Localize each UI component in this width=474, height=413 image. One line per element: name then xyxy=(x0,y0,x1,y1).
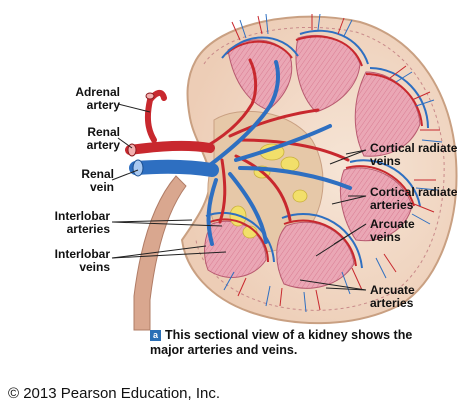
renal-vein-opening xyxy=(132,159,144,177)
fat-lobule xyxy=(292,189,308,203)
caption-line-1: This sectional view of a kidney shows th… xyxy=(165,328,413,342)
ureter xyxy=(133,175,187,331)
copyright-notice: © 2013 Pearson Education, Inc. xyxy=(8,385,221,402)
label-renal-vein: Renal vein xyxy=(81,167,114,194)
label-arcuate-arteries: Arcuate arteries xyxy=(370,283,415,310)
cortical-radiate-veins xyxy=(223,13,443,313)
pyramid xyxy=(339,167,413,242)
arcuate-arteries xyxy=(209,35,423,267)
label-cortical-radiate-arteries: Cortical radiate arteries xyxy=(370,185,458,212)
renal-pyramids xyxy=(204,35,421,289)
fat-lobule xyxy=(280,156,300,172)
leader-lines xyxy=(111,103,367,291)
interlobar-veins xyxy=(204,60,352,246)
label-interlobar-veins: Interlobar veins xyxy=(54,247,110,274)
pyramid xyxy=(276,221,355,289)
adrenal-artery xyxy=(144,90,167,143)
adrenal-artery-opening xyxy=(145,92,155,100)
caption-line-2: major arteries and veins. xyxy=(150,343,298,357)
kidney-capsule xyxy=(195,26,445,311)
label-renal-artery: Renal artery xyxy=(86,125,120,152)
renal-artery xyxy=(125,140,215,155)
label-interlobar-arteries: Interlobar arteries xyxy=(54,209,110,236)
renal-vein xyxy=(129,159,219,177)
figure-part-badge: a xyxy=(150,330,161,341)
figure-caption: a This sectional view of a kidney shows t… xyxy=(150,328,412,358)
arcuate-veins xyxy=(205,29,429,269)
label-adrenal-artery: Adrenal artery xyxy=(75,85,120,112)
cortical-radiate-arteries xyxy=(231,14,440,311)
label-cortical-radiate-veins: Cortical radiate veins xyxy=(370,141,458,168)
label-arcuate-veins: Arcuate veins xyxy=(370,217,415,244)
